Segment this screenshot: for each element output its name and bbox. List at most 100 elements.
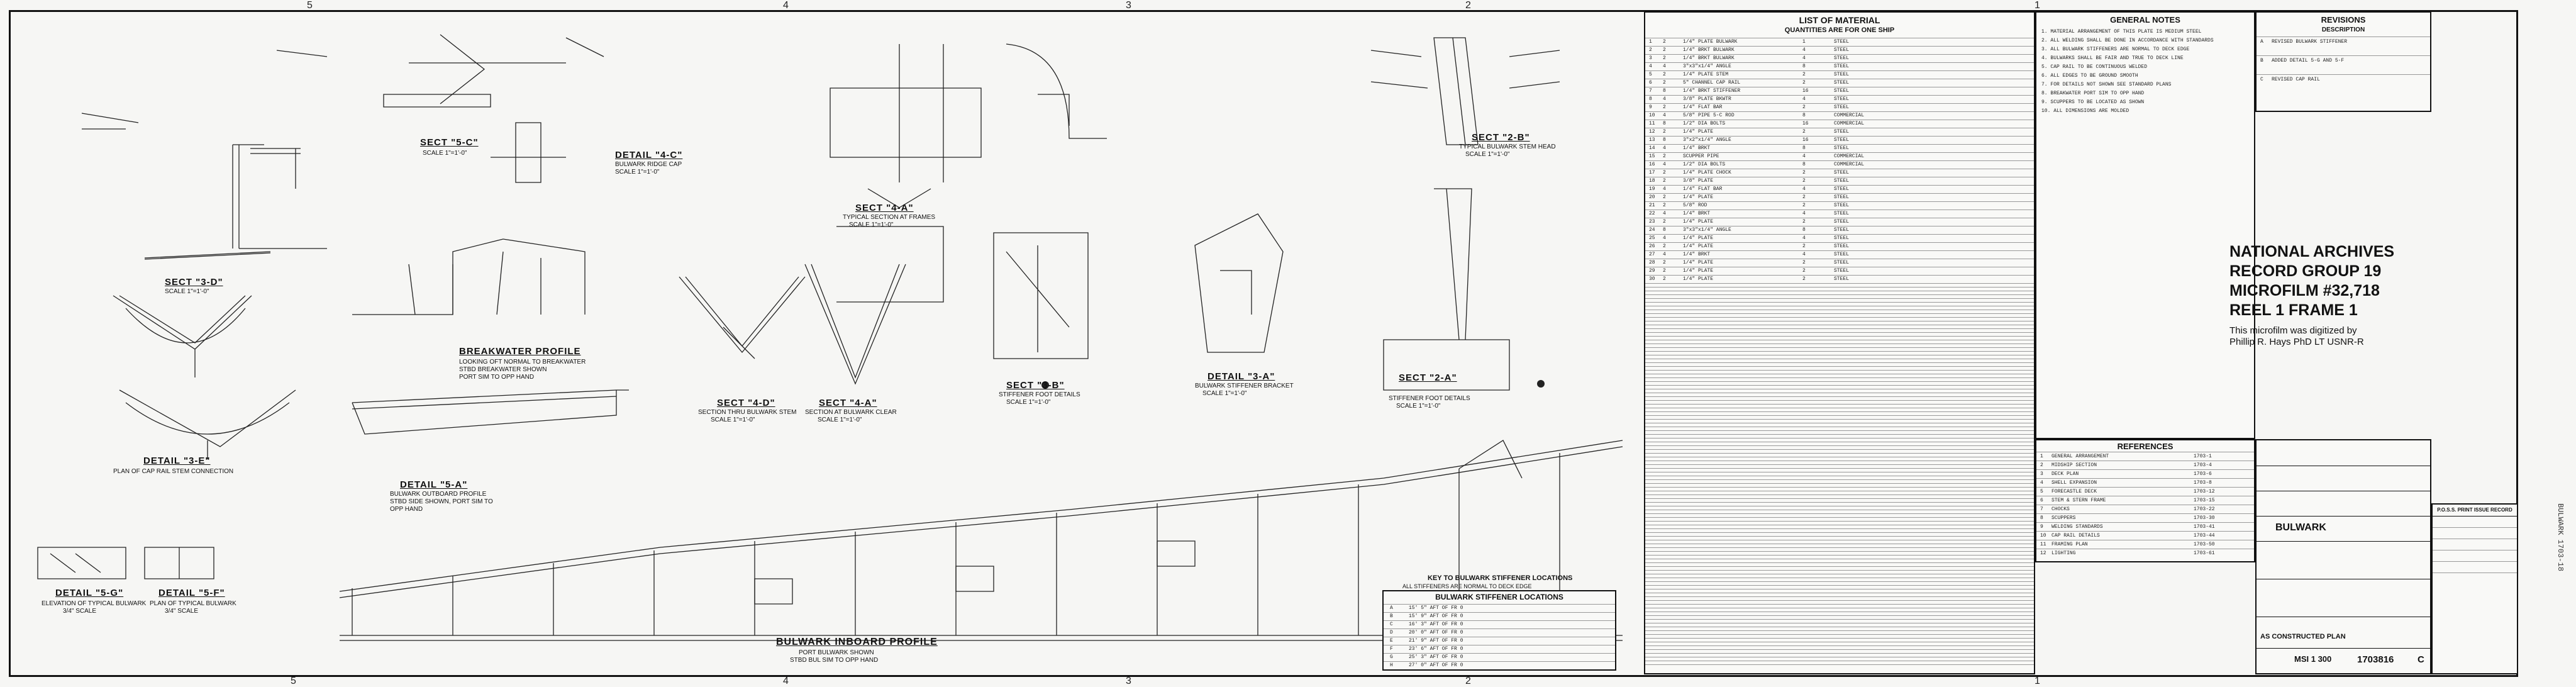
archive-stamp: NATIONAL ARCHIVES RECORD GROUP 19 MICROF… <box>2229 242 2418 348</box>
material-cell: 8 <box>1802 145 1806 151</box>
key-row-letter: E <box>1390 638 1393 644</box>
key-row-location: 15' 9" AFT OF FR 0 <box>1409 613 1463 619</box>
note-line: 5. CAP RAIL TO BE CONTINUOUS WELDED <box>2041 64 2148 70</box>
material-cell: 2 <box>1649 47 1652 53</box>
reference-no: 1 <box>2040 454 2043 459</box>
material-cell: 2 <box>1663 154 1666 159</box>
note-line: 4. BULWARKS SHALL BE FAIR AND TRUE TO DE… <box>2041 55 2184 61</box>
reference-dwg: 1703-22 <box>2194 506 2215 512</box>
reference-dwg: 1703-30 <box>2194 515 2215 521</box>
reference-title: FORECASTLE DECK <box>2051 489 2097 494</box>
material-cell: STEEL <box>1834 72 1850 77</box>
material-cell: 5/8" PIPE 5-C ROD <box>1683 113 1735 118</box>
view-title: DETAIL "5-A" <box>400 479 468 490</box>
material-cell: 5/8" ROD <box>1683 203 1707 208</box>
material-cell: 29 <box>1649 268 1655 274</box>
material-cell: STEEL <box>1834 243 1850 249</box>
material-cell: 2 <box>1802 268 1806 274</box>
drawing-title: BULWARK <box>2275 522 2326 533</box>
reference-no: 7 <box>2040 506 2043 512</box>
reference-no: 5 <box>2040 489 2043 494</box>
material-cell: 1/4" BRKT <box>1683 252 1711 257</box>
material-cell: 4 <box>1802 96 1806 102</box>
reference-title: CAP RAIL DETAILS <box>2051 533 2100 539</box>
material-cell: COMMERCIAL <box>1834 121 1865 126</box>
material-cell: 1/2" DIA BOLTS <box>1683 121 1726 126</box>
key-row-letter: F <box>1390 646 1393 652</box>
reference-title: WELDING STANDARDS <box>2051 524 2103 530</box>
material-cell: 2 <box>1802 194 1806 200</box>
material-cell: 1/4" PLATE <box>1683 276 1714 282</box>
reference-dwg: 1703-12 <box>2194 489 2215 494</box>
view-scale: SCALE 1"=1'-0" <box>615 169 660 176</box>
material-cell: 4 <box>1802 235 1806 241</box>
view-scale: 3/4" SCALE <box>63 608 97 615</box>
material-cell: 30 <box>1649 276 1655 282</box>
view-scale: SCALE 1"=1'-0" <box>423 150 467 157</box>
material-cell: 10 <box>1649 113 1655 118</box>
reference-title: MIDSHIP SECTION <box>2051 462 2097 468</box>
issue-record-title: P.O.S.S. PRINT ISSUE RECORD <box>2437 507 2512 513</box>
revision-description: ADDED DETAIL 5-G AND 5-F <box>2272 58 2345 64</box>
material-cell: 1/4" BRKT BULWARK <box>1683 55 1735 61</box>
material-cell: 2 <box>1663 276 1666 282</box>
reference-title: STEM & STERN FRAME <box>2051 498 2106 503</box>
material-cell: 8 <box>1663 137 1666 143</box>
material-cell: STEEL <box>1834 145 1850 151</box>
reference-dwg: 1703-6 <box>2194 471 2212 477</box>
material-cell: 4 <box>1663 252 1666 257</box>
revision-description: REVISED BULWARK STIFFENER <box>2272 39 2348 45</box>
reference-no: 6 <box>2040 498 2043 503</box>
key-row-location: 27' 0" AFT OF FR 0 <box>1409 662 1463 668</box>
revision-description: REVISED CAP RAIL <box>2272 77 2320 82</box>
material-cell: 1/4" FLAT BAR <box>1683 104 1723 110</box>
view-title: SECT "4-A" <box>855 203 914 213</box>
stamp-line: RECORD GROUP 19 <box>2229 262 2382 280</box>
view-scale: SCALE 1"=1'-0" <box>818 416 862 423</box>
note-line: 8. BREAKWATER PORT SIM TO OPP HAND <box>2041 91 2145 96</box>
view-subtitle: STBD BUL SIM TO OPP HAND <box>790 657 879 664</box>
material-cell: 8 <box>1802 113 1806 118</box>
material-cell: 1/4" PLATE <box>1683 219 1714 225</box>
material-cell: STEEL <box>1834 88 1850 94</box>
key-row-location: 15' 5" AFT OF FR 0 <box>1409 605 1463 611</box>
material-cell: 1/4" PLATE CHOCK <box>1683 170 1731 176</box>
view-subtitle: TYPICAL SECTION AT FRAMES <box>843 214 936 221</box>
key-subtitle: ALL STIFFENERS ARE NORMAL TO DECK EDGE <box>1402 583 1532 589</box>
material-cell: STEEL <box>1834 186 1850 192</box>
reference-no: 2 <box>2040 462 2043 468</box>
note-line: 2. ALL WELDING SHALL BE DONE IN ACCORDAN… <box>2041 38 2214 43</box>
material-cell: 4 <box>1663 186 1666 192</box>
material-cell: 8 <box>1663 227 1666 233</box>
zone-number-bottom: 5 <box>291 676 296 686</box>
key-row-location: 21' 9" AFT OF FR 0 <box>1409 638 1463 644</box>
material-cell: 1/4" PLATE <box>1683 194 1714 200</box>
zone-number-top: 3 <box>1126 0 1131 11</box>
table-subtitle: QUANTITIES ARE FOR ONE SHIP <box>1784 26 1895 34</box>
rotated-drawing-id: BULWARK 1703-18 <box>2556 503 2565 572</box>
material-cell: 2 <box>1663 194 1666 200</box>
material-cell: 16 <box>1802 121 1809 126</box>
material-cell: 1 <box>1649 39 1652 45</box>
material-cell: 8 <box>1802 162 1806 167</box>
view-title: BREAKWATER PROFILE <box>459 346 581 357</box>
material-cell: STEEL <box>1834 227 1850 233</box>
material-cell: 2 <box>1802 170 1806 176</box>
material-cell: 2 <box>1663 39 1666 45</box>
material-cell: 1/4" BRKT <box>1683 145 1711 151</box>
list-of-material: LIST OF MATERIAL QUANTITIES ARE FOR ONE … <box>1644 11 2035 674</box>
zone-number-top: 2 <box>1465 0 1471 11</box>
view-scale: SCALE 1"=1'-0" <box>711 416 755 423</box>
material-cell: 2 <box>1802 203 1806 208</box>
material-cell: 8 <box>1663 88 1666 94</box>
zone-number-bottom: 4 <box>783 676 789 686</box>
drawing-number: 1703816 <box>2357 654 2394 665</box>
material-cell: STEEL <box>1834 219 1850 225</box>
reference-dwg: 1703-41 <box>2194 524 2215 530</box>
material-cell: 4 <box>1663 64 1666 69</box>
approval-stamp: AS CONSTRUCTED PLAN <box>2260 633 2346 640</box>
reference-no: 3 <box>2040 471 2043 477</box>
reference-title: LIGHTING <box>2051 550 2076 556</box>
material-cell: 1/4" BRKT STIFFENER <box>1683 88 1741 94</box>
